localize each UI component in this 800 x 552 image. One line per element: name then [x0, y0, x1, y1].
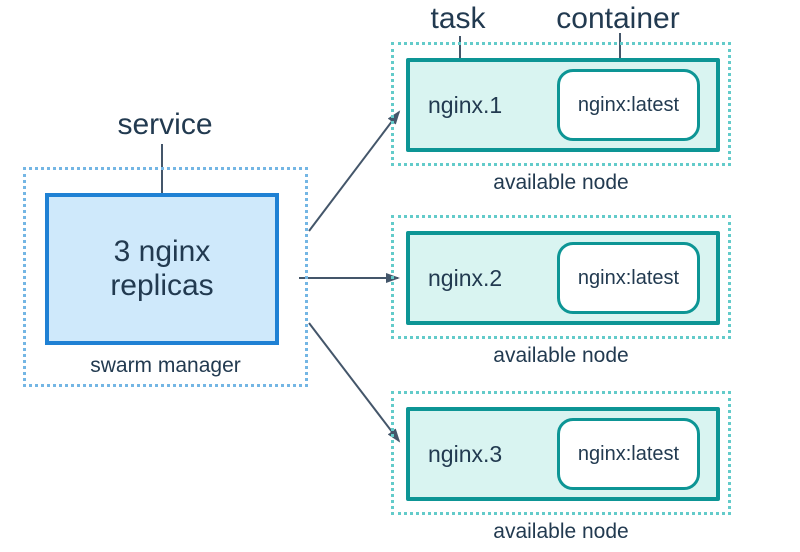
- available-node-3: nginx.3 nginx:latest available node: [391, 391, 731, 542]
- service-replicas-box: 3 nginx replicas: [45, 193, 279, 345]
- task-name: nginx.1: [428, 91, 503, 118]
- node-1-dotted-border: nginx.1 nginx:latest: [391, 42, 731, 166]
- container-label: container: [556, 2, 680, 35]
- node-2-task-box: nginx.2 nginx:latest: [406, 231, 720, 325]
- arrow-service-to-node3: [308, 322, 401, 443]
- node-3-task-box: nginx.3 nginx:latest: [406, 407, 720, 501]
- available-node-2: nginx.2 nginx:latest available node: [391, 215, 731, 366]
- task-label: task: [430, 2, 486, 35]
- task-name: nginx.3: [428, 440, 503, 467]
- container-chip: nginx:latest: [557, 418, 700, 490]
- swarm-manager-group: 3 nginx replicas swarm manager: [23, 167, 308, 387]
- node-1-caption: available node: [493, 171, 629, 194]
- swarm-manager-caption: swarm manager: [90, 354, 241, 377]
- node-2-caption: available node: [493, 344, 629, 367]
- available-node-1: nginx.1 nginx:latest available node: [391, 42, 731, 193]
- arrow-service-to-node1: [308, 110, 401, 232]
- task-name: nginx.2: [428, 264, 503, 291]
- container-chip: nginx:latest: [557, 242, 700, 314]
- node-2-dotted-border: nginx.2 nginx:latest: [391, 215, 731, 339]
- node-3-caption: available node: [493, 520, 629, 543]
- container-chip: nginx:latest: [557, 69, 700, 141]
- node-1-task-box: nginx.1 nginx:latest: [406, 58, 720, 152]
- service-label: service: [117, 108, 213, 141]
- node-3-dotted-border: nginx.3 nginx:latest: [391, 391, 731, 515]
